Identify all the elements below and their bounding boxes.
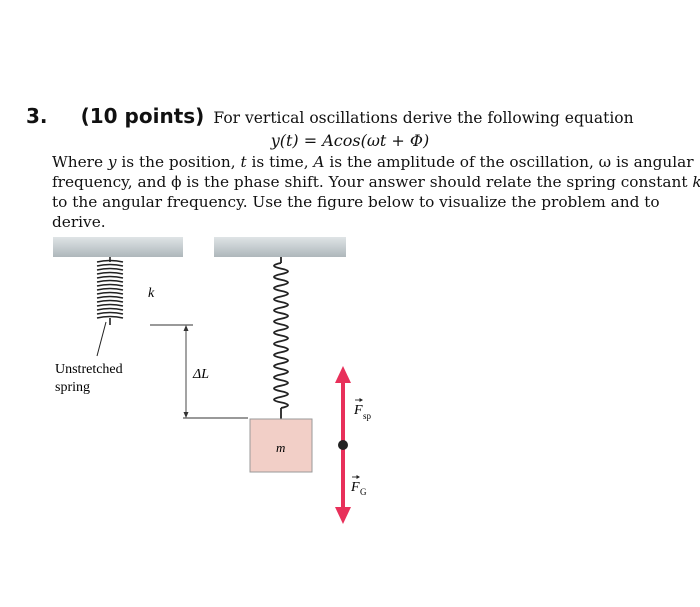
unstretched-leader bbox=[96, 321, 107, 357]
force-arrows bbox=[335, 366, 351, 524]
spring-constant-label: k bbox=[148, 286, 155, 301]
mass-block bbox=[249, 418, 313, 473]
left-ceiling bbox=[53, 237, 183, 257]
question-points: (10 points) bbox=[80, 104, 205, 128]
mass-label: m bbox=[276, 440, 285, 455]
body-line-2: frequency, and ϕ is the phase shift. You… bbox=[52, 173, 700, 191]
unstretched-label-2: spring bbox=[55, 380, 90, 395]
svg-text:F: F bbox=[350, 480, 360, 495]
question-header: 3. (10 points) For vertical oscillations… bbox=[26, 104, 686, 128]
unstretched-spring bbox=[96, 257, 124, 325]
question-intro: For vertical oscillations derive the fol… bbox=[213, 109, 634, 127]
question-body: Where y is the position, t is time, A is… bbox=[52, 152, 700, 232]
body-line-3: to the angular frequency. Use the figure… bbox=[52, 193, 660, 211]
center-of-mass-dot bbox=[338, 440, 348, 450]
equation: y(t) = Acos(ωt + Φ) bbox=[270, 131, 430, 150]
svg-text:G: G bbox=[360, 487, 367, 497]
svg-text:sp: sp bbox=[363, 411, 372, 421]
body-line-1: Where y is the position, t is time, A is… bbox=[52, 153, 694, 171]
unstretched-label-1: Unstretched bbox=[55, 362, 123, 377]
force-gravity-arrowhead bbox=[335, 507, 351, 524]
delta-l-label: ΔL bbox=[192, 367, 209, 382]
force-gravity-label: F G bbox=[350, 475, 367, 497]
body-line-4: derive. bbox=[52, 213, 106, 231]
right-ceiling bbox=[214, 237, 346, 257]
force-spring-arrowhead bbox=[335, 366, 351, 383]
stretched-spring bbox=[273, 257, 289, 419]
force-spring-label: F sp bbox=[353, 398, 372, 421]
question-number: 3. bbox=[26, 104, 48, 128]
svg-text:F: F bbox=[353, 403, 363, 418]
delta-l-dimension bbox=[150, 324, 248, 419]
